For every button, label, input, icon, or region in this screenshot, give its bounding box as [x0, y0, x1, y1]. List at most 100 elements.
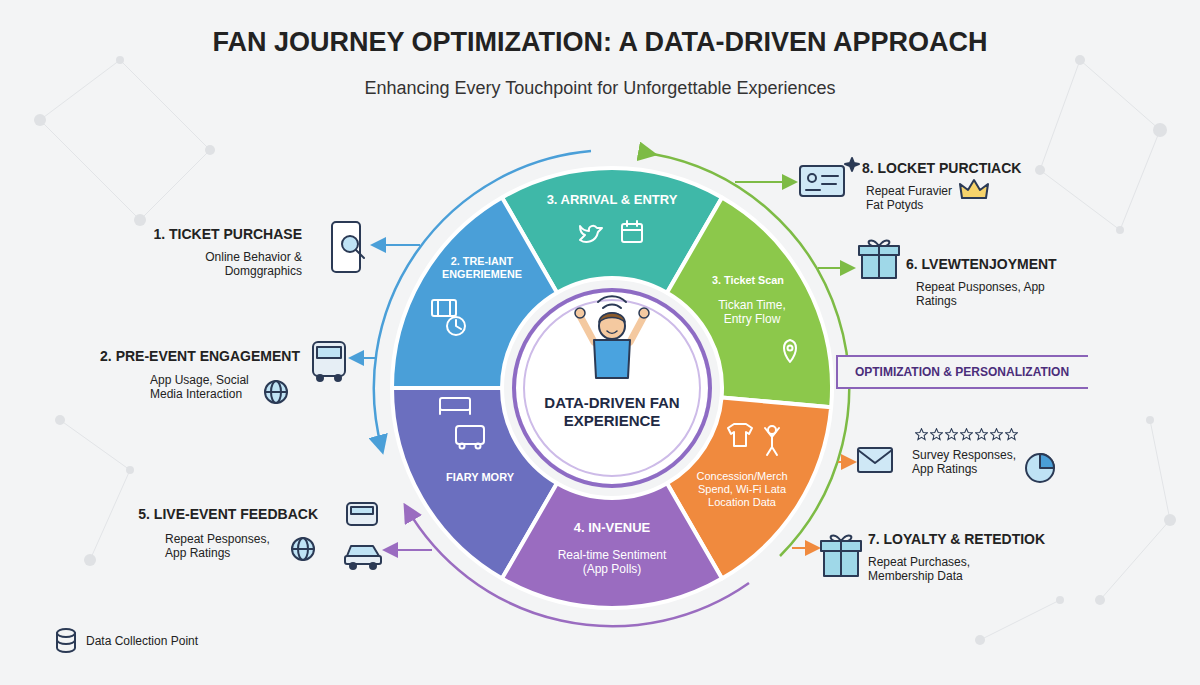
icon-layer-part-part [440, 398, 470, 410]
icon-layer-part-part [580, 226, 602, 242]
journey-arcs-part [818, 267, 852, 269]
network-background-part-part [975, 635, 985, 645]
legend-text: Data Collection Point [86, 634, 198, 648]
network-background-part-part [116, 56, 124, 64]
icon-layer-part-part [1006, 429, 1018, 440]
network-background-part-part [1153, 123, 1167, 137]
icon-layer-part-part [859, 246, 899, 255]
icon-layer-part-part [1040, 454, 1054, 468]
journey-arcs-part [792, 547, 817, 549]
icon-layer-part-part [342, 236, 358, 252]
icon-layer-part-part [858, 450, 892, 463]
network-background-part-part [40, 60, 1170, 640]
diagram-title: FAN JOURNEY OPTIMIZATION: A DATA-DRIVEN … [0, 26, 1200, 58]
stage-heading: 2. PRE-EVENT ENGAGEMENT [60, 348, 300, 365]
icon-layer-part-part [271, 381, 281, 403]
icon-layer-part-part [1026, 454, 1054, 482]
icon-layer-part-part [57, 640, 75, 644]
network-background-part-part [84, 554, 96, 566]
segment-shape [499, 480, 725, 611]
icon-layer-part-part [991, 429, 1003, 440]
icon-layer-part-part [822, 175, 838, 177]
icon-layer-part-part [916, 429, 928, 440]
icon-layer-part-part [808, 174, 816, 182]
network-background-part [34, 55, 1176, 645]
network-background-part-part [126, 466, 134, 474]
icon-layer-part-part [599, 313, 625, 322]
icon-layer-part-part [824, 550, 858, 576]
icon-layer-part-part [347, 546, 379, 556]
segment-title: 3. ARRIVAL & ENTRY [527, 192, 697, 208]
icon-layer-part-part [580, 316, 644, 342]
icon-layer-part-part [598, 296, 626, 308]
stage-detail: Repeat Purchases, Membership Data [868, 555, 992, 584]
segment-title: 3. Ticket Scan [693, 274, 803, 287]
journey-arcs-part [838, 461, 853, 463]
icon-layer-part-part [594, 340, 630, 378]
icon-layer-part-part [599, 313, 625, 339]
network-background-part-part [134, 214, 146, 226]
icon-layer-part-part [356, 250, 364, 258]
network-background-part-part [55, 415, 65, 425]
network-background-part [40, 60, 1170, 640]
icon-layer-part-part [57, 633, 75, 652]
icon-layer-part-part [476, 444, 481, 449]
icon-layer-part-part [347, 503, 377, 525]
icon-layer-part-part [351, 507, 373, 514]
network-background-part-part [1075, 55, 1085, 65]
icon-layer-part-part [317, 347, 341, 358]
network-background-part-part [1116, 226, 1124, 234]
icon-layer-part-part [57, 629, 75, 637]
subtitle: Enhancing Every Touchpoint for Unforgett… [200, 78, 1000, 100]
icon-layer-part-part [788, 346, 793, 351]
icon-layer-part-part [370, 563, 376, 569]
icon-layer-part-part [345, 556, 381, 564]
icon-layer-part-part [456, 426, 484, 444]
network-background-part-part [1146, 416, 1154, 424]
icon-layer-part-part [862, 254, 896, 278]
icon-layer-part-part [800, 166, 844, 196]
icon-layer-part-part [845, 158, 859, 171]
icon-layer-part-part [626, 221, 628, 226]
icon-layer-part [916, 429, 1018, 440]
icon-layer-part-part [831, 536, 852, 541]
stage-detail: Survey Responses, App Ratings [912, 448, 1024, 477]
network-background-part-part [1164, 514, 1176, 526]
network-background-part-part [1035, 165, 1045, 175]
icon-layer-part-part [946, 429, 958, 440]
icon-layer-part-part [317, 375, 323, 381]
icon-layer-part-part [976, 429, 988, 440]
stage-detail: App Usage, Social Media Interaction [150, 373, 260, 402]
icon-layer-part-part [265, 381, 287, 403]
icon-layer-part-part [878, 246, 880, 278]
band-title: OPTIMIZATION & PERSONALIZATION [855, 365, 1069, 379]
icon-layer-part-part [869, 241, 890, 246]
icon-layer-part-part [858, 448, 892, 472]
icon-layer-part-part [622, 224, 642, 242]
stage-detail: Repeat Pusponses, App Ratings [916, 280, 1056, 309]
icon-layer-part-part [447, 317, 465, 335]
segment-title: 4. IN-VENUE [537, 520, 687, 536]
stage-heading: 8. LOCKET PURCTIACK [862, 160, 1092, 177]
icon-layer-part-part [298, 538, 308, 560]
icon-layer-part-part [437, 300, 439, 316]
icon-layer-part-part [313, 342, 345, 376]
icon-layer-part-part [806, 189, 820, 191]
icon-layer-part-part [639, 308, 649, 318]
icon-layer-part-part [784, 340, 796, 362]
journey-arcs-part [352, 357, 376, 359]
center-title: DATA-DRIVEN FAN EXPERIENCE [532, 394, 692, 430]
stage-heading: 5. LIVE-EVENT FEEDBACK [78, 506, 318, 523]
icon-layer-part-part [335, 375, 341, 381]
icon-layer-part-part [822, 183, 836, 185]
icon-layer-part-part [575, 308, 585, 318]
icon-layer-part-part [432, 300, 456, 316]
stage-heading: 6. LVEWTENJOYMENT [906, 256, 1136, 273]
icon-layer-part-part [931, 429, 943, 440]
segment-detail: Tickan Time, Entry Flow [704, 298, 800, 327]
segment-title: 2. TRE-IANT ENGERIEMENE [438, 255, 526, 281]
icon-layer-part-part [460, 444, 465, 449]
